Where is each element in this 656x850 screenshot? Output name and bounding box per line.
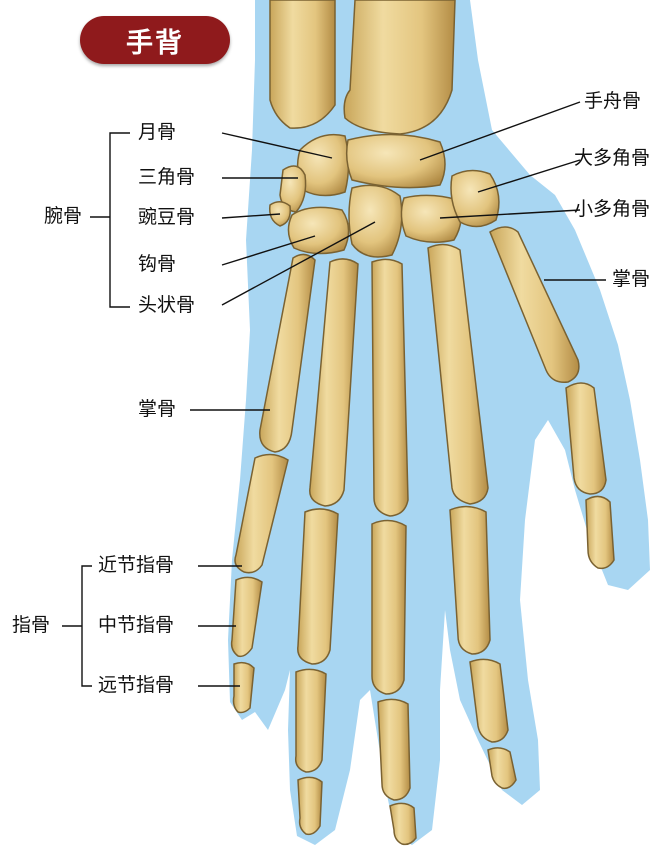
- page-title: 手背: [126, 21, 184, 60]
- label-capitate: 头状骨: [138, 296, 195, 315]
- title-badge: 手背: [80, 16, 230, 64]
- distal-phalanx-5: [234, 663, 255, 713]
- metacarpal-3: [372, 259, 408, 516]
- middle-phalanx-4: [296, 669, 326, 772]
- proximal-phalanx-3: [372, 520, 406, 694]
- label-lunate: 月骨: [138, 123, 176, 142]
- label-pisiform: 豌豆骨: [138, 208, 195, 227]
- phalanges-bracket: [62, 566, 92, 686]
- label-middle-phalanx: 中节指骨: [98, 616, 174, 635]
- hamate-bone: [288, 207, 348, 253]
- label-hamate: 钩骨: [138, 255, 176, 274]
- capitate-bone: [349, 185, 402, 257]
- label-triquetrum: 三角骨: [138, 168, 195, 187]
- radius-bone: [344, 0, 455, 134]
- scaphoid-bone: [347, 134, 445, 187]
- label-trapezium: 大多角骨: [574, 149, 650, 168]
- distal-phalanx-4: [298, 777, 322, 834]
- distal-phalanx-1: [586, 496, 614, 568]
- label-scaphoid: 手舟骨: [584, 92, 641, 111]
- label-trapezoid: 小多角骨: [574, 200, 650, 219]
- middle-phalanx-3: [378, 699, 410, 800]
- distal-phalanx-3: [390, 803, 416, 844]
- label-distal-phalanx: 远节指骨: [98, 676, 174, 695]
- ulna-bone: [270, 0, 335, 128]
- label-proximal-phalanx: 近节指骨: [98, 556, 174, 575]
- label-metacarpal-left: 掌骨: [138, 400, 176, 419]
- label-phalanges-group: 指骨: [12, 616, 50, 635]
- label-carpals-group: 腕骨: [44, 207, 82, 226]
- label-metacarpal-right: 掌骨: [612, 270, 650, 289]
- trapezium-bone: [451, 170, 499, 226]
- carpals-bracket: [90, 133, 130, 307]
